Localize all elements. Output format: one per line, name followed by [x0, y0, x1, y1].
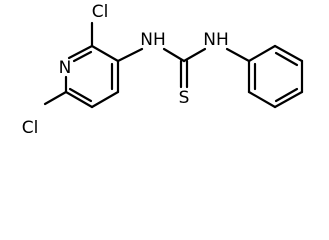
- chemical-structure-diagram: Cl N Cl NH NH S: [22, 2, 304, 137]
- bond-cs-nh: [182, 47, 207, 63]
- bond-nh-cs: [162, 47, 186, 63]
- bond-ph2-ph3-inner: [274, 51, 299, 67]
- atom-label-nh-right: NH: [203, 30, 229, 50]
- bond-c5-c6-inner: [68, 87, 93, 103]
- bond-n-c2: [67, 44, 94, 60]
- atom-label-s: S: [179, 88, 190, 108]
- bond-ph2-ph3: [273, 44, 304, 63]
- atom-label-nh-left: NH: [140, 30, 166, 50]
- atom-label-n: N: [59, 58, 72, 78]
- bond-ph4-ph5-inner: [274, 87, 299, 103]
- bond-n-c2-inner: [72, 50, 93, 63]
- atom-label-cl-top: Cl: [92, 2, 109, 22]
- bond-c3-nh: [116, 47, 144, 63]
- bond-c2-c3: [90, 44, 120, 63]
- bond-nh-ph: [225, 47, 251, 63]
- bond-c4-c5: [90, 90, 120, 109]
- pyridine-ring: [64, 44, 120, 109]
- bond-ph5-ph6: [247, 90, 277, 109]
- atom-label-cl-bottom: Cl: [22, 118, 39, 137]
- bond-c5-c6: [64, 90, 94, 109]
- phenyl-ring: [225, 44, 304, 109]
- bond-c6-cl: [43, 90, 68, 106]
- bond-ph1-ph2: [247, 44, 277, 63]
- bond-ph4-ph5: [273, 90, 304, 109]
